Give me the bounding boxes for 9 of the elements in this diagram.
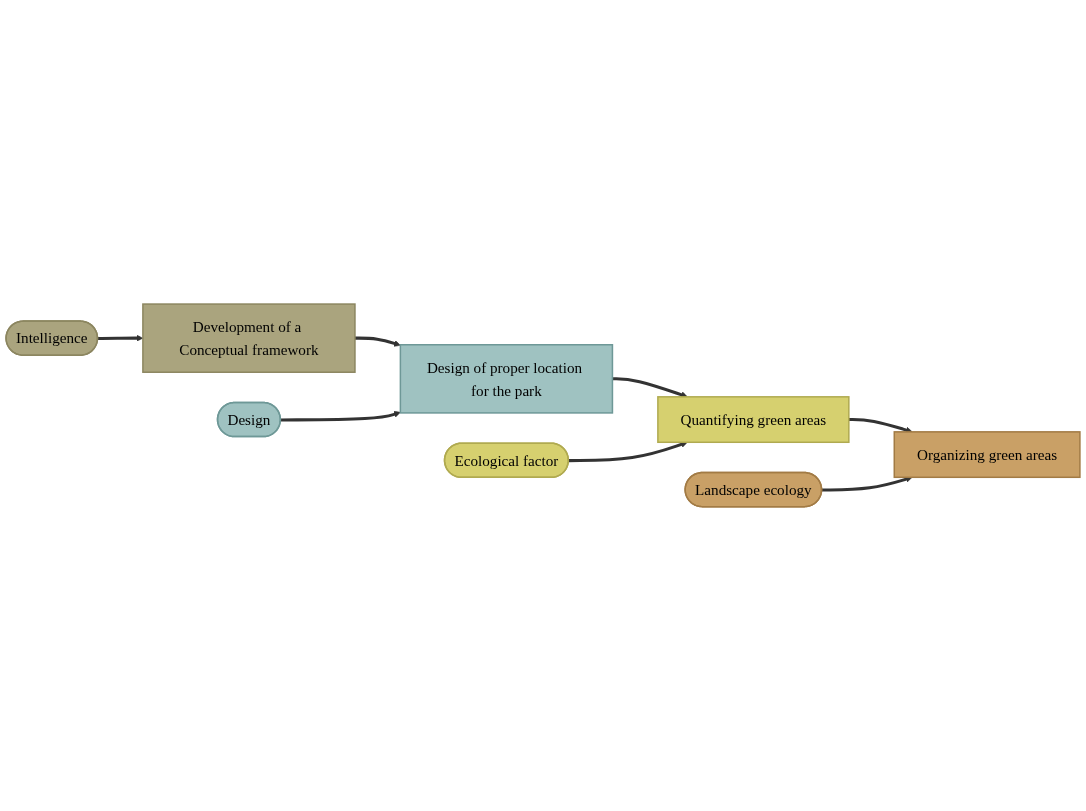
node-box: Development of a Conceptual framework [142,303,356,374]
arrow [821,476,913,492]
node-box: Design of proper location for the park [399,344,614,414]
arrow [280,411,401,422]
arrow [354,336,401,347]
node-box: Organizing green areas [893,431,1081,479]
node-box: Quantifying green areas [657,396,850,444]
arrow [568,441,688,463]
arrow [848,418,913,434]
